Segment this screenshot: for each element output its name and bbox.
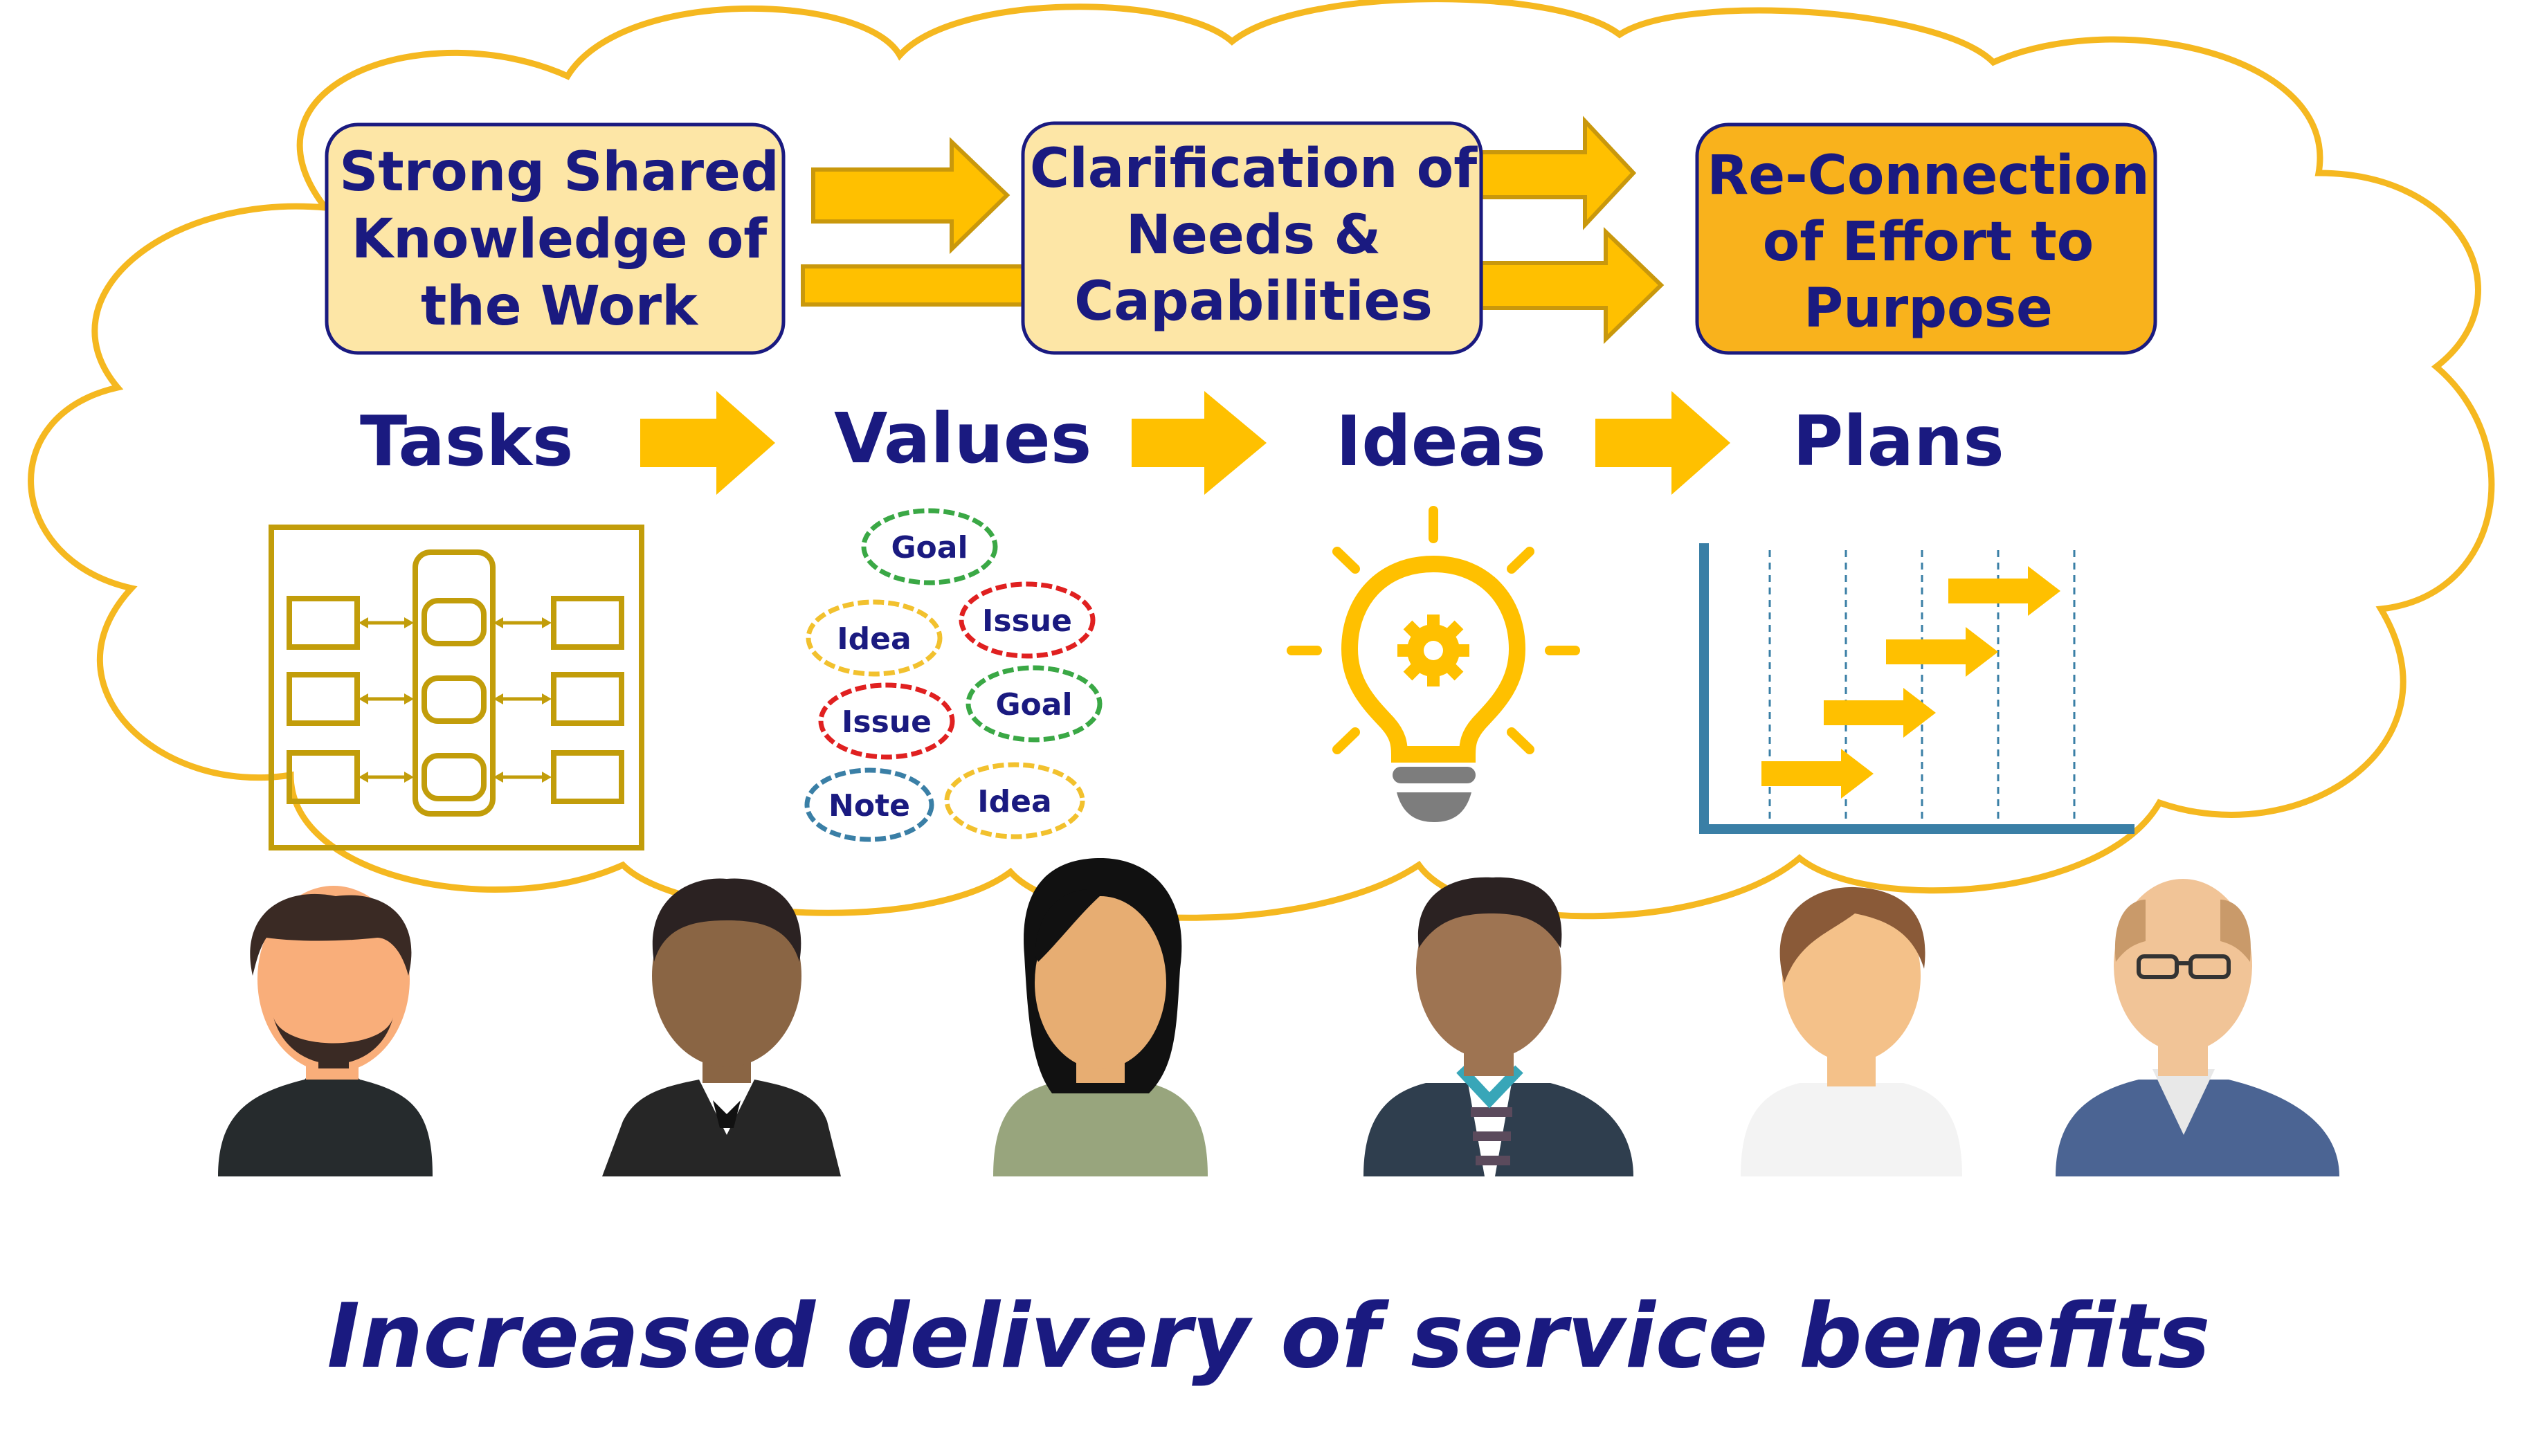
- task-flow-diagram-icon: [269, 525, 644, 850]
- svg-text:Idea: Idea: [977, 784, 1051, 819]
- arrow-right-icon: [801, 264, 1037, 307]
- svg-text:Goal: Goal: [995, 687, 1072, 722]
- arrow-right-icon: [1479, 226, 1665, 345]
- outcome-line: Re-Connection: [1707, 145, 2150, 207]
- outcome-line: the Work: [421, 275, 699, 338]
- note-goal-2: Goal: [966, 665, 1103, 743]
- note-idea-2: Idea: [944, 762, 1085, 839]
- flow-arrows-upper: [801, 116, 1665, 345]
- outcome-line: Purpose: [1804, 277, 2053, 340]
- glasses-icon: [2137, 954, 2231, 979]
- note-note-1: Note: [804, 767, 934, 842]
- person-avatar-woman-short-hair: [1741, 886, 1962, 1176]
- outcome-box-knowledge: Strong Shared Knowledge of the Work: [325, 122, 786, 355]
- arrow-right-icon: [811, 136, 1010, 255]
- gantt-plan-icon: [1699, 543, 2134, 834]
- arrow-right-icon: [1595, 391, 1730, 495]
- svg-text:Note: Note: [828, 788, 910, 823]
- outcome-line: Strong Shared: [339, 141, 779, 203]
- person-avatar-older-man-glasses: [2056, 879, 2339, 1176]
- note-goal-1: Goal: [861, 508, 998, 585]
- tagline: Increased delivery of service benefits: [327, 1285, 2210, 1388]
- note-issue-1: Issue: [959, 581, 1096, 659]
- arrow-right-icon: [1132, 391, 1267, 495]
- outcome-line: Clarification of: [1030, 138, 1478, 200]
- svg-text:Idea: Idea: [837, 621, 911, 657]
- person-avatar-man-in-suit: [602, 878, 841, 1176]
- svg-text:Issue: Issue: [842, 704, 932, 740]
- outcome-box-clarification: Clarification of Needs & Capabilities: [1021, 121, 1483, 355]
- outcome-line: Needs &: [1126, 204, 1381, 266]
- stage-label-ideas: Ideas: [1336, 401, 1546, 482]
- stage-arrows: [640, 391, 1730, 495]
- note-issue-2: Issue: [818, 682, 955, 760]
- stage-label-tasks: Tasks: [360, 401, 573, 482]
- outcome-line: Capabilities: [1074, 271, 1433, 333]
- outcome-line: of Effort to: [1763, 211, 2094, 273]
- person-avatar-man-in-jacket: [1363, 877, 1633, 1176]
- arrow-right-icon: [1479, 116, 1637, 230]
- outcome-line: Knowledge of: [352, 208, 768, 271]
- svg-text:Goal: Goal: [891, 530, 968, 565]
- gear-icon: [1397, 615, 1469, 686]
- sticky-note-cloud-icon: Goal Idea Issue Issue Goal Note Idea: [804, 508, 1103, 842]
- person-avatar-man-with-beard: [218, 886, 433, 1176]
- stage-label-values: Values: [834, 398, 1091, 479]
- outcome-box-reconnection: Re-Connection of Effort to Purpose: [1695, 122, 2157, 355]
- note-idea-1: Idea: [806, 599, 943, 677]
- lightbulb-gear-icon: [1287, 506, 1580, 822]
- people-row: [218, 858, 2339, 1176]
- person-avatar-woman-long-hair: [993, 858, 1208, 1176]
- arrow-right-icon: [640, 391, 775, 495]
- svg-text:Issue: Issue: [982, 603, 1072, 639]
- stage-label-plans: Plans: [1793, 401, 2004, 482]
